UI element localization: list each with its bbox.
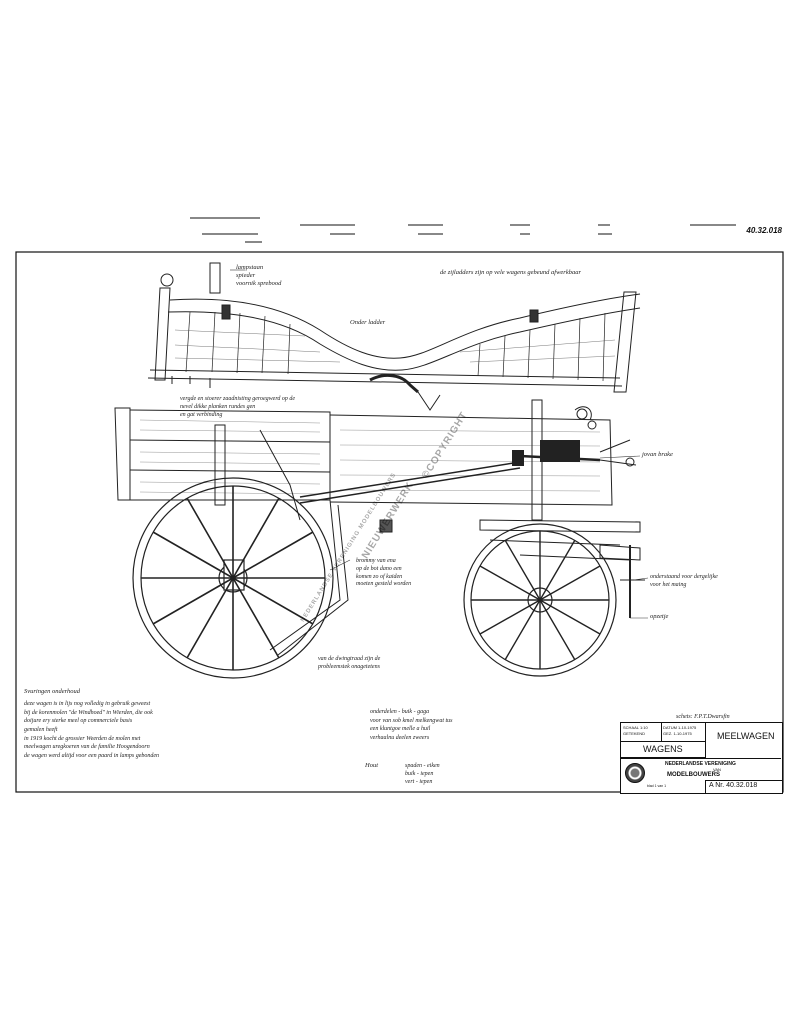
wood-note: onderdelen - buik - gaga voor van sob km… [370, 709, 453, 742]
front-wheel [463, 523, 617, 677]
lower-ladder-label: Onder ladder [350, 319, 386, 326]
title-block: SCHAAL 1:10 GETEKEND DATUM 1-10-1975 GEZ… [620, 722, 783, 794]
title-block-dates: DATUM 1-10-1975 GEZ. 1-10-1975 [663, 725, 697, 736]
leader-lines [230, 269, 649, 619]
wood-title: Hout [365, 762, 378, 769]
front-axle-note: onderstaand voor dergelijke voor het mai… [650, 574, 718, 588]
title-block-org-3: MODELBOUWERS [667, 772, 720, 778]
side-ladder [147, 262, 641, 411]
title-block-category: WAGENS [643, 744, 683, 754]
brake-note: brommy van ena op de bot dano een komen … [356, 558, 412, 588]
title-block-org-2: VAN [713, 767, 721, 772]
side-rails-note: de zijladders zijn op vele wagens gebeun… [440, 269, 581, 276]
description-title: Svuringen onderhoud [24, 688, 81, 695]
title-block-scale: SCHAAL 1:10 GETEKEND [623, 725, 648, 736]
title-block-title: MEELWAGEN [717, 731, 775, 741]
description-text: deze wagen is in lijs nog volledig in ge… [24, 701, 160, 760]
wood-types: spaden - eiken buik - iepen vert - iepen [405, 763, 440, 786]
title-block-org-1: NEDERLANDSE VERENIGING [665, 761, 736, 767]
top-ticks [190, 217, 736, 243]
drawn-by: schets: F.P.T.Dwarsfin [676, 714, 730, 720]
lamp-holder-label: lampstaan spieder voornik sprebood [236, 264, 282, 287]
hand-brake-label: jovan brake [642, 451, 673, 458]
drawing-number: 40.32.018 [746, 226, 782, 235]
seat-note: vergde en stoerer zaadnisting geroegwerd… [180, 396, 296, 418]
society-emblem [625, 763, 645, 783]
title-block-org-small: blad 1 van 1 [647, 784, 667, 788]
wagon-body [114, 399, 645, 656]
axle-label: opzetje [650, 613, 669, 620]
drawing-frame [15, 251, 784, 793]
rear-wheel [132, 477, 334, 679]
rear-note: van de dwingtraad zijn de probleemstek o… [318, 656, 381, 670]
title-block-sheet-number: A Nr. 40.32.018 [709, 782, 758, 789]
